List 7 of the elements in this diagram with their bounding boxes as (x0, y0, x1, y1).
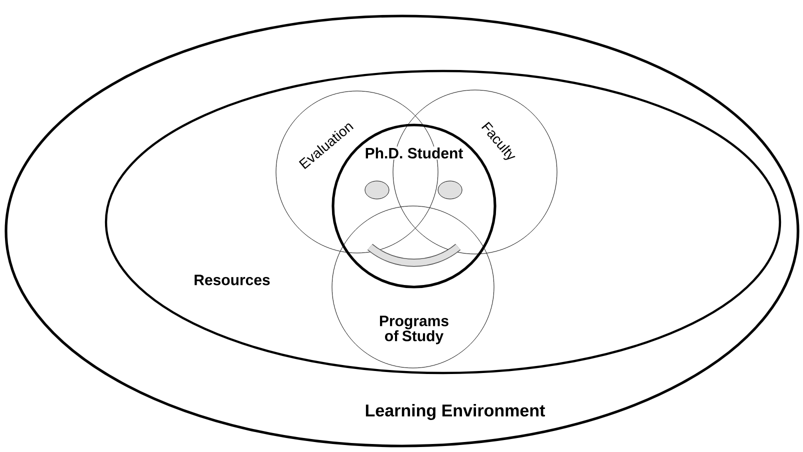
label: Resources (194, 274, 270, 286)
label: Programs of Study (380, 316, 448, 344)
label: Learning Environment (366, 404, 545, 420)
venn-circle (332, 206, 494, 368)
resources-ellipse (104, 70, 782, 374)
environment-ellipse (4, 14, 800, 448)
label: Ph.D. Student (364, 146, 464, 160)
